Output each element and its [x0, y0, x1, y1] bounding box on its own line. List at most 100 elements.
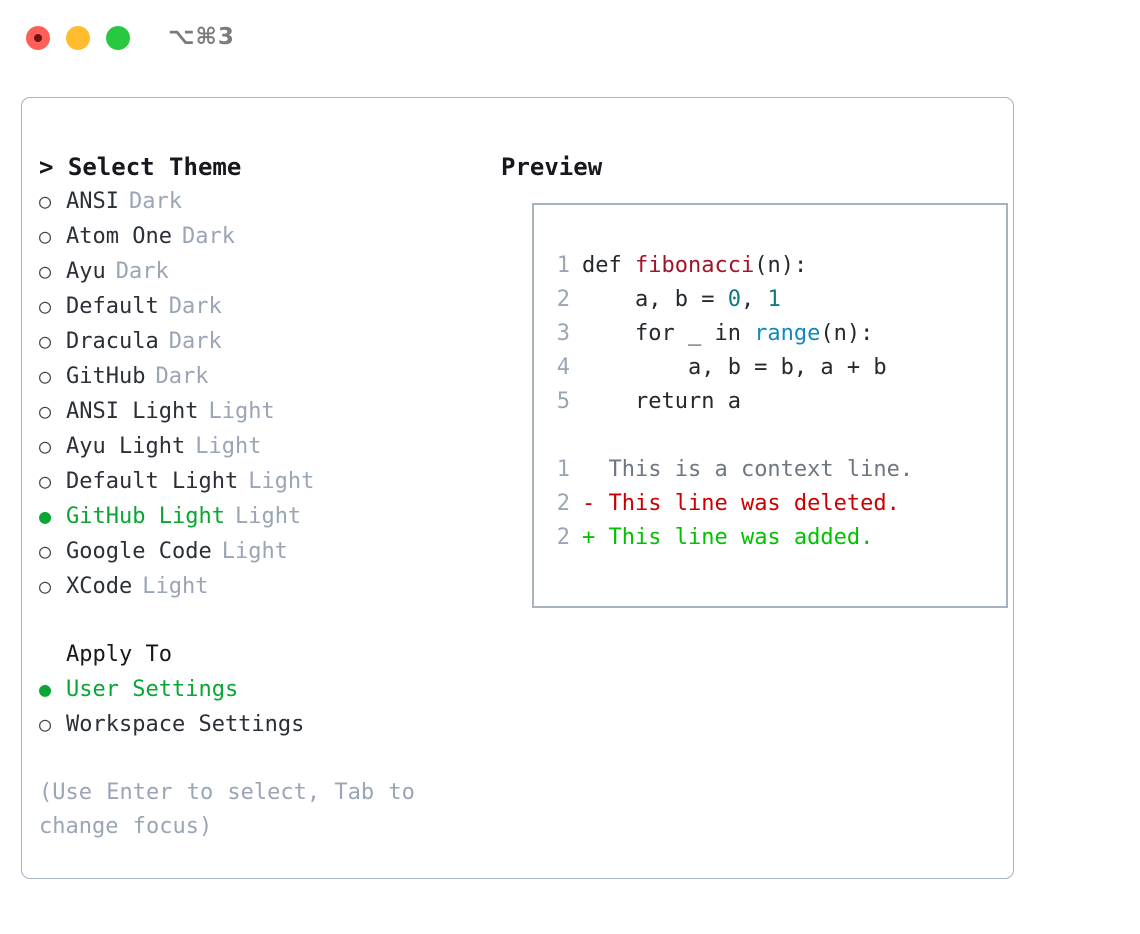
keyboard-hint: (Use Enter to select, Tab to change focu…: [39, 780, 415, 839]
code-token-plain: a, b = b, a + b: [582, 355, 887, 380]
diff-line-text: This line was deleted.: [595, 491, 900, 516]
code-line: 3 for _ in range(n):: [548, 317, 913, 351]
theme-variant-badge: Light: [208, 399, 275, 424]
theme-option-label: Google Code: [66, 539, 212, 564]
theme-option-label: Atom One: [66, 224, 172, 249]
code-token-kw: range: [754, 321, 821, 346]
code-token-plain: ,: [740, 287, 768, 312]
code-line-text: for _ in range(n):: [582, 317, 873, 351]
diff-line-ctx: 1 This is a context line.: [548, 453, 913, 487]
apply-to-option-user-settings[interactable]: ● User Settings: [39, 672, 489, 707]
line-number: 5: [556, 389, 570, 414]
code-line: 5 return a: [548, 385, 913, 419]
theme-option-label: ANSI Light: [66, 399, 199, 424]
code-line: 4 a, b = b, a + b: [548, 351, 913, 385]
radio-selected-icon: ●: [39, 677, 52, 701]
theme-option-ayu[interactable]: ○ Ayu Dark: [39, 254, 489, 289]
line-number: 1: [556, 457, 570, 482]
apply-to-option-workspace-settings[interactable]: ○ Workspace Settings: [39, 707, 489, 742]
radio-unselected-icon: ○: [39, 259, 52, 283]
theme-variant-badge: Light: [195, 434, 262, 459]
theme-option-atom-one[interactable]: ○ Atom One Dark: [39, 219, 489, 254]
radio-unselected-icon: ○: [39, 399, 52, 423]
diff-line-text: This is a context line.: [595, 457, 914, 482]
theme-option-github-light[interactable]: ● GitHub Light Light: [39, 499, 489, 534]
theme-option-default-light[interactable]: ○ Default Light Light: [39, 464, 489, 499]
apply-to-list[interactable]: ● User Settings ○ Workspace Settings: [39, 672, 489, 742]
code-diff-gap: [548, 419, 913, 453]
radio-unselected-icon: ○: [39, 539, 52, 563]
theme-option-label: ANSI: [66, 189, 119, 214]
close-button[interactable]: [26, 26, 50, 50]
theme-variant-badge: Dark: [128, 189, 182, 214]
theme-variant-badge: Light: [248, 469, 315, 494]
maximize-button[interactable]: [106, 26, 130, 50]
apply-to-option-label: Workspace Settings: [66, 712, 305, 737]
line-number: 1: [556, 253, 570, 278]
minimize-button[interactable]: [66, 26, 90, 50]
code-line-text: a, b = 0, 1: [582, 283, 781, 317]
radio-unselected-icon: ○: [39, 189, 52, 213]
radio-unselected-icon: ○: [39, 434, 52, 458]
line-number: 4: [556, 355, 570, 380]
radio-unselected-icon: ○: [39, 224, 52, 248]
code-token-num: 0: [727, 287, 741, 312]
radio-unselected-icon: ○: [39, 364, 52, 388]
radio-unselected-icon: ○: [39, 329, 52, 353]
code-token-plain: return a: [582, 389, 741, 414]
theme-option-label: Default: [66, 294, 159, 319]
code-token-fn: fibonacci: [634, 253, 755, 278]
diff-marker: [582, 453, 595, 487]
theme-variant-badge: Light: [221, 539, 288, 564]
line-number: 2: [556, 287, 570, 312]
theme-option-label: Default Light: [66, 469, 239, 494]
select-theme-header: > Select Theme: [39, 153, 242, 181]
radio-unselected-icon: ○: [39, 469, 52, 493]
theme-variant-badge: Dark: [115, 259, 169, 284]
theme-option-label: GitHub Light: [66, 504, 225, 529]
code-line-text: return a: [582, 385, 741, 419]
theme-variant-badge: Light: [234, 504, 302, 529]
preview-title: Preview: [501, 153, 603, 181]
code-token-num: 1: [767, 287, 781, 312]
code-line: 2 a, b = 0, 1: [548, 283, 913, 317]
apply-to-option-label: User Settings: [66, 677, 239, 702]
line-number: 2: [556, 525, 570, 550]
diff-marker: +: [582, 525, 596, 550]
title-bar: ⌥⌘3: [0, 0, 1140, 78]
theme-option-ansi[interactable]: ○ ANSI Dark: [39, 184, 489, 219]
code-line-text: a, b = b, a + b: [582, 351, 887, 385]
theme-variant-badge: Dark: [168, 329, 222, 354]
window-controls: [26, 26, 130, 50]
radio-unselected-icon: ○: [39, 712, 52, 736]
theme-variant-badge: Dark: [181, 224, 235, 249]
theme-variant-badge: Light: [142, 574, 209, 599]
line-number: 3: [556, 321, 570, 346]
code-token-plain: def: [582, 253, 635, 278]
diff-line-add: 2 + This line was added.: [548, 521, 913, 555]
radio-selected-icon: ●: [39, 504, 52, 528]
theme-option-ansi-light[interactable]: ○ ANSI Light Light: [39, 394, 489, 429]
theme-option-label: Ayu: [66, 259, 106, 284]
code-token-plain: for _ in: [582, 321, 755, 346]
diff-line-text: This line was added.: [595, 525, 874, 550]
theme-option-google-code[interactable]: ○ Google Code Light: [39, 534, 489, 569]
code-token-plain: a, b =: [582, 287, 728, 312]
list-spacer: [39, 604, 489, 638]
diff-line-del: 2- This line was deleted.: [548, 487, 913, 521]
theme-variant-badge: Dark: [168, 294, 222, 319]
diff-marker: -: [582, 491, 596, 516]
